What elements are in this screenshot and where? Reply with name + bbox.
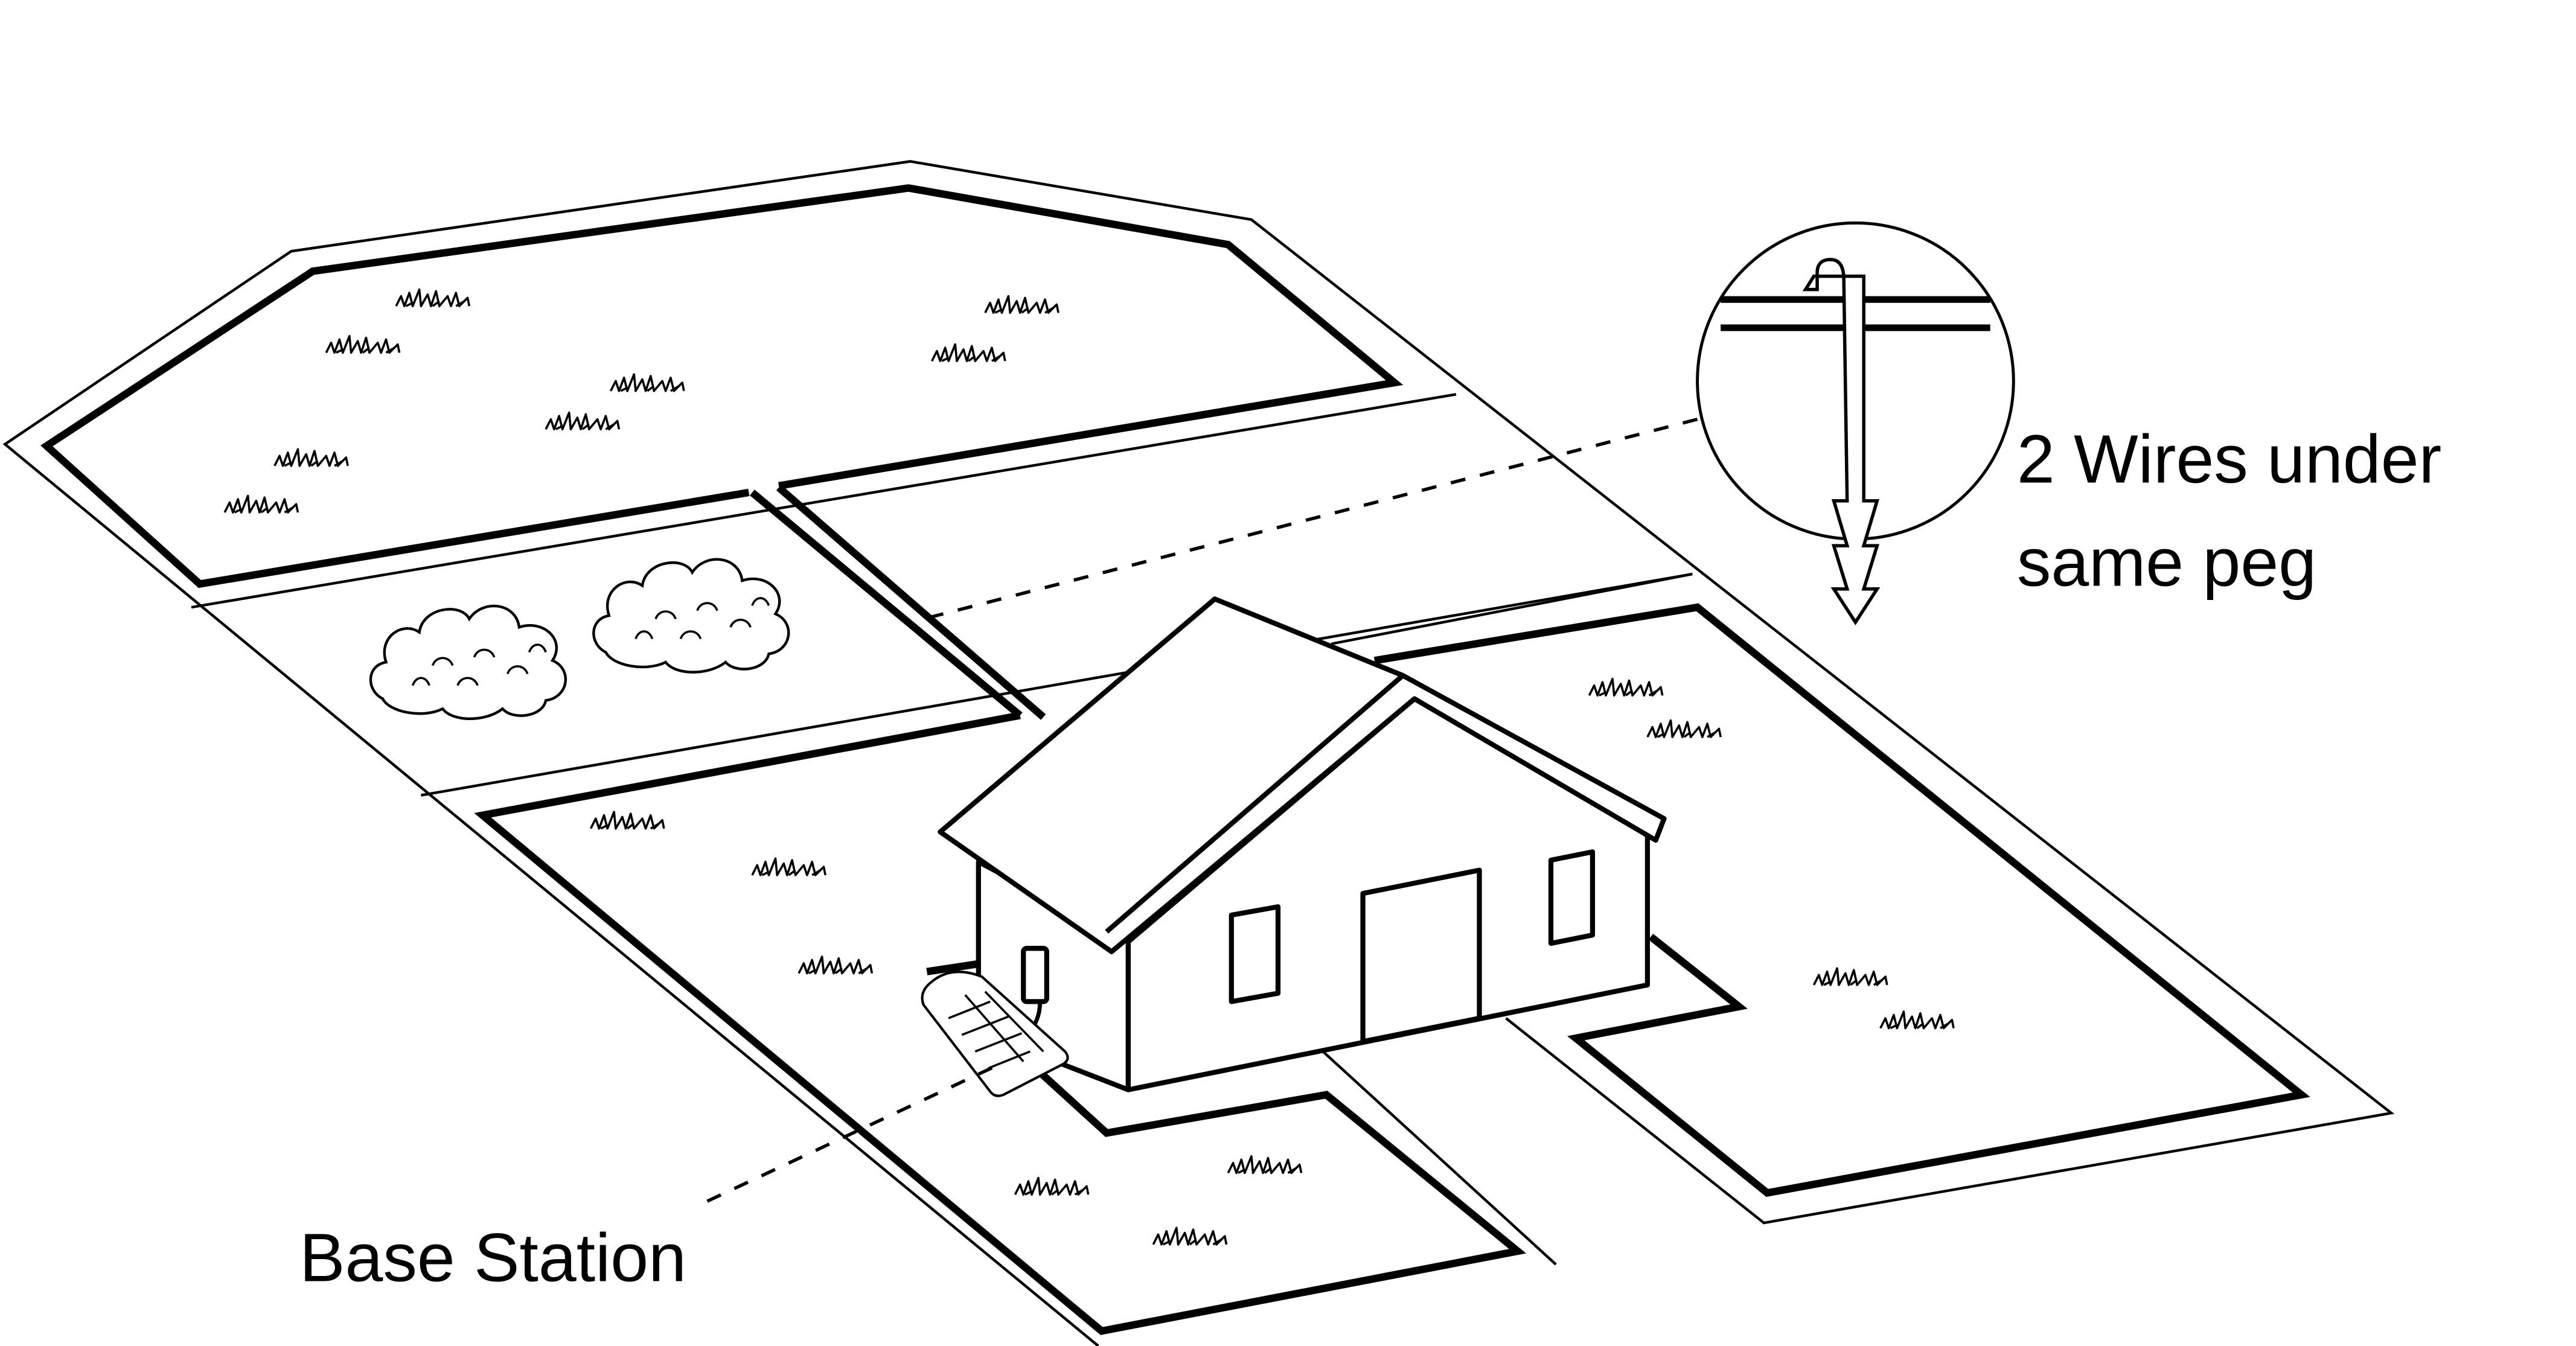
peg-detail-icon — [1696, 221, 2015, 625]
boundary-wire-right-lawn — [1373, 603, 2310, 1198]
window — [1229, 904, 1281, 1004]
peg-label-line2: same peg — [2017, 524, 2316, 600]
base-station-label: Base Station — [299, 1219, 686, 1295]
bush-icon — [593, 560, 788, 672]
house — [938, 596, 1667, 1092]
bush-icon — [371, 606, 566, 719]
boundary-wire-top-lawn — [40, 184, 1404, 720]
boundary-wire-front-lawn — [474, 712, 1527, 1335]
property-outline — [2, 160, 2395, 1346]
peg-leader-line — [923, 417, 1698, 621]
base-station-leader-line — [706, 1063, 1000, 1203]
base-station-icon — [921, 946, 1069, 1097]
peg-label-line1: 2 Wires under — [2017, 421, 2441, 497]
window — [1548, 849, 1596, 946]
door — [1360, 867, 1482, 1044]
power-supply-icon — [1021, 946, 1049, 1004]
